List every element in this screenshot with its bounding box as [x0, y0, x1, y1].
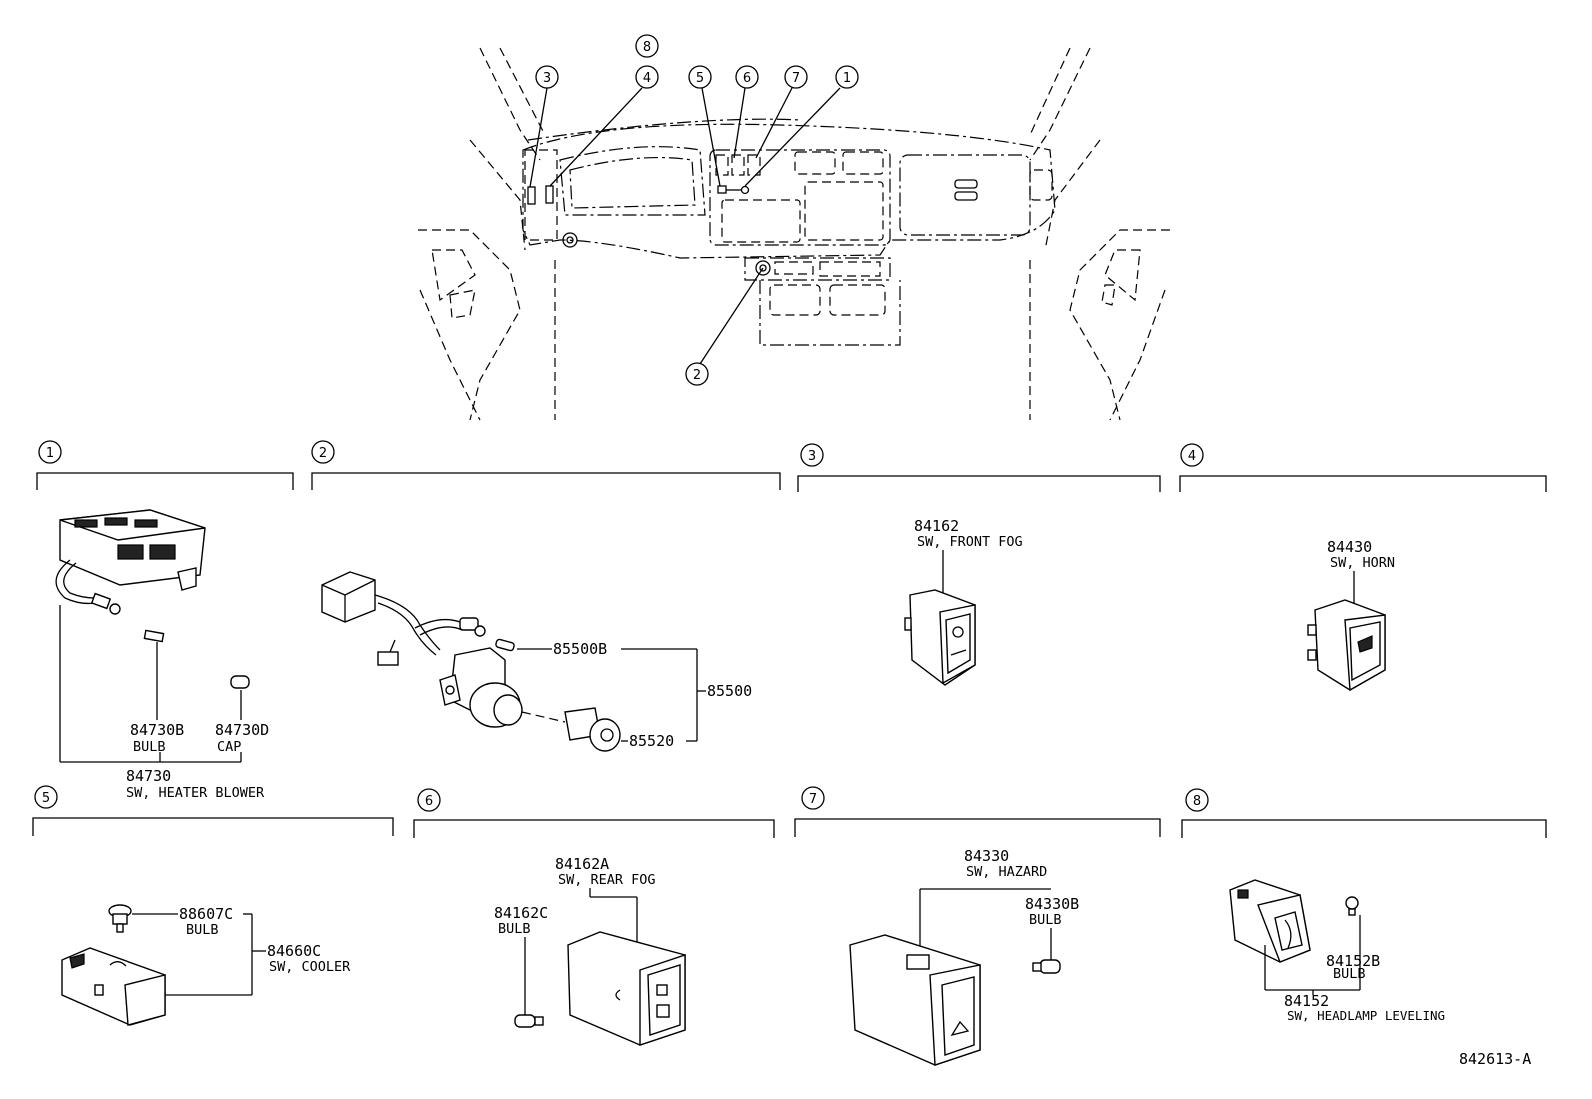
- section-2: 2: [311, 440, 781, 752]
- section-3-marker: [800, 443, 824, 467]
- part-name-84330B: BULB: [1029, 912, 1062, 928]
- heater-blower-switch-illustration: [55, 509, 206, 615]
- callout-1-label: 1: [843, 71, 851, 86]
- section-6-number: 6: [425, 794, 433, 809]
- section-6-marker: [417, 788, 441, 812]
- section-8-bracket: [1181, 819, 1547, 838]
- part-name-84730: SW, HEATER BLOWER: [126, 785, 265, 801]
- section-8-marker: [1185, 788, 1209, 812]
- part-code-85520: 85520: [629, 732, 674, 750]
- part-code-84430: 84430: [1327, 538, 1372, 556]
- part-code-84162A: 84162A: [555, 855, 609, 873]
- callout-3: [535, 65, 559, 89]
- part-code-84730B: 84730B: [130, 721, 184, 739]
- section-5-marker: [34, 785, 58, 809]
- section-8: 8 84152B BULB 84152 SW, HEADLAMP LEVELIN…: [1181, 788, 1547, 1023]
- part-name-84660C: SW, COOLER: [269, 959, 351, 975]
- section-3-bracket: [797, 475, 1161, 492]
- callout-4-label: 4: [643, 71, 651, 86]
- section-3: 3 84162 SW, FRONT FOG: [797, 443, 1161, 686]
- section-1-number: 1: [46, 446, 54, 461]
- callout-7-label: 7: [792, 71, 800, 86]
- callout-5-label: 5: [696, 71, 704, 86]
- part-name-84162: SW, FRONT FOG: [917, 534, 1023, 550]
- bulb-84330B-illustration: [1032, 959, 1061, 974]
- callout-4: [635, 65, 659, 89]
- callout-6: [735, 65, 759, 89]
- callout-2-label: 2: [693, 368, 701, 383]
- section-4-number: 4: [1188, 449, 1196, 464]
- section-2-bracket: [311, 472, 781, 490]
- callout-7: [784, 65, 808, 89]
- section-8-number: 8: [1193, 794, 1201, 809]
- part-code-84162C: 84162C: [494, 904, 548, 922]
- section-3-number: 3: [808, 449, 816, 464]
- cap-84730D-illustration: [230, 675, 250, 689]
- section-7-marker: [801, 786, 825, 810]
- front-fog-switch-illustration: [904, 589, 976, 686]
- bulb-84152B-illustration: [1345, 896, 1359, 916]
- section-7-number: 7: [809, 792, 817, 807]
- section-5: 5 88607C BULB 84660C SW, COOLER: [32, 785, 394, 1026]
- part-name-84730D: CAP: [217, 739, 241, 755]
- dashboard-overview: 3 8 4 5 6 7 1 2: [418, 34, 1170, 421]
- part-name-84152: SW, HEADLAMP LEVELING: [1287, 1008, 1445, 1023]
- section-1-bracket: [36, 472, 294, 490]
- cooler-switch-illustration: [61, 947, 166, 1026]
- callout-2: [685, 362, 709, 386]
- part-name-84730B: BULB: [133, 739, 166, 755]
- part-code-84330: 84330: [964, 847, 1009, 865]
- section-4: 4 84430 SW, HORN: [1179, 443, 1547, 692]
- callout-3-label: 3: [543, 71, 551, 86]
- part-code-84162: 84162: [914, 517, 959, 535]
- section-4-marker: [1180, 443, 1204, 467]
- diagram-id: 842613-A: [1459, 1050, 1531, 1068]
- callout-1: [835, 65, 859, 89]
- rear-fog-switch-illustration: [567, 931, 686, 1046]
- headlamp-leveling-switch-illustration: [1229, 879, 1311, 963]
- section-1: 1 84730B BULB 84730D CAP 84730 S: [36, 440, 294, 801]
- section-7-bracket: [794, 818, 1161, 837]
- section-7: 7 84330 SW, HAZARD 84330B BULB: [794, 786, 1161, 1066]
- callout-5: [688, 65, 712, 89]
- callout-8: [635, 34, 659, 58]
- section-6: 6 84162A SW, REAR FOG 84162C BULB: [413, 788, 775, 1046]
- section-5-number: 5: [42, 791, 50, 806]
- part-name-84430: SW, HORN: [1330, 555, 1395, 571]
- section-1-marker: [38, 440, 62, 464]
- part-code-84730: 84730: [126, 767, 171, 785]
- bulb-88607C-illustration: [108, 904, 132, 933]
- bulb-84162C-illustration: [514, 1014, 544, 1028]
- callout-8-label: 8: [643, 40, 651, 55]
- part-code-84152B: 84152B: [1326, 952, 1380, 970]
- part-name-88607C: BULB: [186, 922, 219, 938]
- part-name-84162C: BULB: [498, 921, 531, 937]
- part-code-84730D: 84730D: [215, 721, 269, 739]
- horn-switch-illustration: [1307, 599, 1386, 692]
- hazard-switch-illustration: [849, 934, 981, 1066]
- part-name-84152B: BULB: [1333, 966, 1366, 982]
- part-code-85500B: 85500B: [553, 640, 607, 658]
- part-name-84162A: SW, REAR FOG: [558, 872, 656, 888]
- callout-6-label: 6: [743, 71, 751, 86]
- part-code-84660C: 84660C: [267, 942, 321, 960]
- cigarette-lighter-illustration: [321, 571, 621, 752]
- part-name-84330: SW, HAZARD: [966, 864, 1047, 880]
- section-2-marker: [311, 440, 335, 464]
- section-5-bracket: [32, 817, 394, 836]
- bulb-84730B-illustration: [143, 629, 165, 643]
- section-2-number: 2: [319, 446, 327, 461]
- section-6-bracket: [413, 819, 775, 838]
- section-4-bracket: [1179, 475, 1547, 492]
- part-code-85500: 85500: [707, 682, 752, 700]
- part-code-84330B: 84330B: [1025, 895, 1079, 913]
- part-code-84152: 84152: [1284, 992, 1329, 1010]
- part-code-88607C: 88607C: [179, 905, 233, 923]
